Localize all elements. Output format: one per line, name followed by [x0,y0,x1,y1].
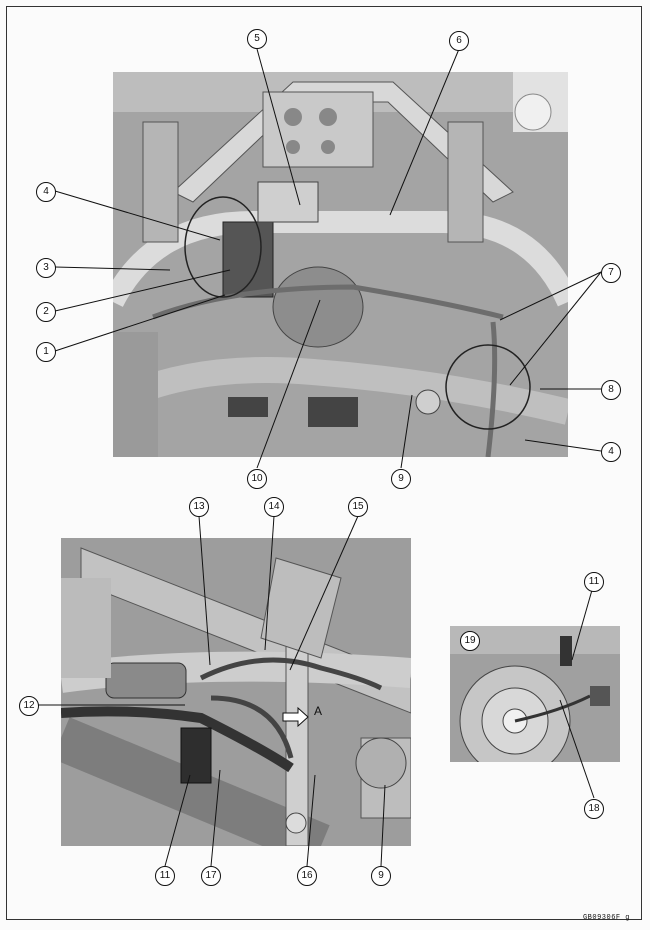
callout-6: 6 [449,31,469,51]
figure-code: GB09306F ɡ [582,914,630,922]
callout-9-bottom: 9 [371,866,391,886]
page-frame [6,6,642,920]
view-arrow-label: A [314,704,323,718]
harness-routing-illustration [61,538,411,846]
callout-11: 11 [155,866,175,886]
callout-3: 3 [36,258,56,278]
callout-7: 7 [601,263,621,283]
callout-13: 13 [189,497,209,517]
callout-19: 19 [460,631,480,651]
engine-top-view-illustration [113,72,568,457]
callout-14: 14 [264,497,284,517]
callout-16: 16 [297,866,317,886]
callout-2: 2 [36,302,56,322]
callout-12: 12 [19,696,39,716]
callout-5: 5 [247,29,267,49]
callout-11-right: 11 [584,572,604,592]
callout-4: 4 [36,182,56,202]
callout-18: 18 [584,799,604,819]
callout-1: 1 [36,342,56,362]
callout-4-right: 4 [601,442,621,462]
callout-8: 8 [601,380,621,400]
callout-15: 15 [348,497,368,517]
callout-17: 17 [201,866,221,886]
callout-10: 10 [247,469,267,489]
callout-9: 9 [391,469,411,489]
